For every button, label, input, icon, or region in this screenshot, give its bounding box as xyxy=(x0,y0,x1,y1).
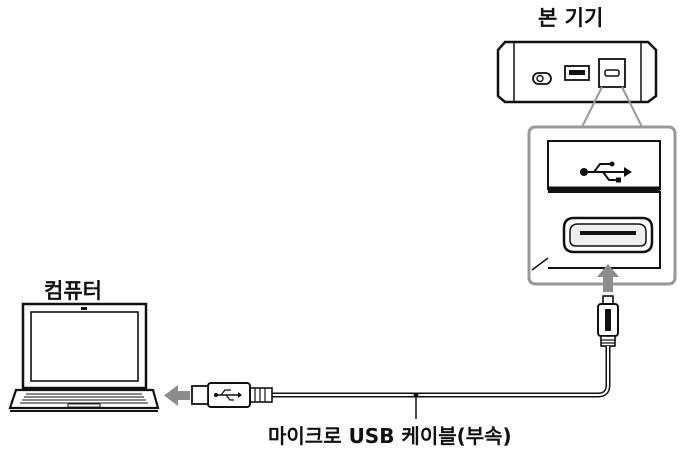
micro-usb-port-zoom xyxy=(562,216,654,254)
micro-usb-port xyxy=(598,58,626,88)
usb-plug-icon xyxy=(214,389,242,401)
device-label: 본 기기 xyxy=(538,6,604,30)
cable-label: 마이크로 USB 케이블(부속) xyxy=(268,424,512,448)
arrow-up-icon xyxy=(597,264,619,292)
usb-a-plug xyxy=(191,382,273,408)
usb-cable xyxy=(272,346,611,398)
arrow-left-icon xyxy=(164,385,190,406)
device xyxy=(496,40,658,104)
usb-a-port xyxy=(564,65,590,81)
laptop xyxy=(8,302,160,412)
callout-line-left xyxy=(581,86,603,128)
callout-line-right xyxy=(621,86,643,128)
power-button-icon xyxy=(532,72,552,85)
usb-icon xyxy=(580,161,632,183)
computer-label: 컴퓨터 xyxy=(44,279,102,303)
micro-usb-plug xyxy=(597,295,619,347)
port-callout xyxy=(527,125,677,286)
